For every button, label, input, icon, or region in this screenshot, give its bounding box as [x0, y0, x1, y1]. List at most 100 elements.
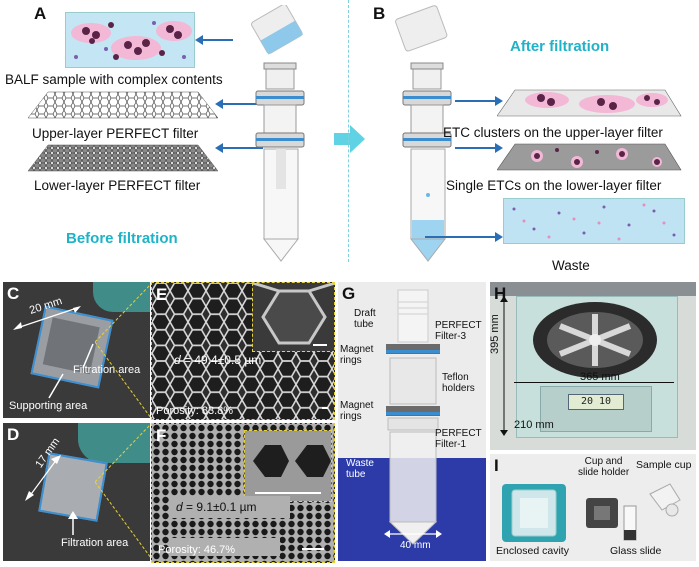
after-filtration-label: After filtration	[510, 38, 610, 55]
glove-finger	[78, 423, 150, 463]
e-diameter: d = 49.4±0.5 µm	[174, 353, 261, 367]
g-draft-2: tube	[354, 319, 374, 330]
g-magnet1-b: rings	[340, 355, 362, 366]
e-inset	[252, 283, 334, 352]
width-arrow-icon	[384, 530, 442, 538]
arrow-icon	[82, 343, 94, 369]
e-d-value: = 49.4±0.5 µm	[180, 353, 262, 367]
balf-cells-graphic	[71, 21, 192, 60]
accessories-photo	[502, 483, 681, 542]
g-magnet2-b: rings	[340, 411, 362, 422]
h-height-label: 395 mm	[490, 314, 501, 354]
i-cup-holder-1: Cup and	[584, 456, 623, 467]
panel-divider	[348, 0, 349, 262]
f-diameter: d = 9.1±0.1 µm	[176, 500, 257, 514]
dimension-arrow-icon	[13, 306, 81, 330]
balf-sample-image	[65, 12, 195, 68]
height-arrow-icon	[500, 296, 508, 436]
arrow-icon	[68, 511, 78, 535]
upper-filter-label: Upper-layer PERFECT filter	[32, 126, 199, 141]
panel-label-b: B	[373, 4, 386, 23]
g-teflon-1: Teflon	[442, 372, 469, 383]
g-draft-1: Draft	[354, 308, 376, 319]
hole-inset-graphic	[245, 431, 331, 501]
lower-filter-graphic	[28, 144, 218, 172]
filtration-device-a	[251, 5, 305, 262]
d-filtration-label: Filtration area	[61, 537, 129, 549]
f-porosity: Porosity: 46.7%	[158, 544, 236, 556]
arrow-right-icon	[334, 125, 365, 153]
arrow-left-icon	[195, 35, 233, 45]
g-perf3-b: Filter-3	[435, 331, 467, 342]
panel-label-i: I	[494, 456, 499, 475]
single-etcs-label: Single ETCs on the lower-layer filter	[446, 178, 662, 193]
glove-finger	[93, 282, 150, 312]
panel-e: E d = 49.4±0.5 µm Porosity: 83.8%	[151, 282, 335, 420]
g-perf1-a: PERFECT	[435, 428, 482, 439]
f-inset	[244, 430, 332, 502]
upper-filter-graphic	[28, 91, 218, 119]
arrow-right-icon	[455, 96, 503, 106]
panel-f: F d = 9.1±0.1 µm Porosity: 46.7%	[151, 423, 335, 563]
panel-label-f: F	[156, 426, 167, 445]
c-filtration-label: Filtration area	[73, 364, 141, 376]
scale-bar	[322, 407, 328, 409]
centrifuge-rotor	[533, 302, 657, 378]
panel-label-a: A	[34, 4, 47, 23]
g-teflon-2: holders	[442, 383, 475, 394]
filtration-device-photo	[386, 289, 440, 545]
arrow-right-icon	[455, 143, 503, 153]
etc-clusters-graphic	[497, 89, 682, 117]
g-width-label: 40 mm	[400, 540, 431, 551]
waste-label: Waste	[552, 258, 590, 273]
g-magnet2-a: Magnet	[340, 400, 374, 411]
hex-inset-graphic	[252, 283, 334, 346]
f-d-symbol: d	[176, 500, 183, 514]
panel-label-g: G	[342, 284, 356, 303]
i-sample-cup: Sample cup	[636, 459, 692, 471]
lower-filter-label: Lower-layer PERFECT filter	[34, 178, 201, 193]
width-line	[514, 382, 674, 383]
f-label-bg	[170, 496, 290, 518]
g-waste-1: Waste	[346, 458, 374, 469]
h-depth-label: 210 mm	[514, 419, 554, 431]
waste-particles-graphic	[512, 203, 676, 241]
i-cup-holder-2: slide holder	[578, 467, 630, 478]
c-supporting-label: Supporting area	[9, 400, 88, 412]
centrifuge-display: 20 10	[568, 394, 624, 410]
h-width-label: 365 mm	[580, 371, 620, 383]
f-d-value: = 9.1±0.1 µm	[182, 500, 257, 514]
i-glass-slide: Glass slide	[610, 545, 662, 557]
etc-clusters-label: ETC clusters on the upper-layer filter	[443, 125, 663, 140]
zoom-lines	[95, 283, 152, 559]
i-enclosed-cavity: Enclosed cavity	[496, 545, 569, 557]
dimension-arrow-icon	[25, 455, 61, 501]
e-porosity: Porosity: 83.8%	[156, 405, 234, 417]
single-etcs-graphic	[497, 143, 682, 171]
panel-h: 20 10 H 395 mm 365 mm 210 mm	[490, 282, 696, 450]
g-perf3-a: PERFECT	[435, 320, 482, 331]
arrow-right-icon	[425, 232, 503, 242]
g-perf1-b: Filter-1	[435, 439, 467, 450]
scale-bar	[302, 548, 324, 550]
g-waste-2: tube	[346, 469, 366, 480]
panel-label-d: D	[7, 425, 20, 444]
balf-sample-label: BALF sample with complex contents	[5, 72, 223, 87]
panel-label-c: C	[7, 284, 20, 303]
before-filtration-label: Before filtration	[66, 230, 178, 247]
arrow-icon	[48, 373, 64, 399]
background-wall	[490, 282, 696, 296]
g-magnet1-a: Magnet	[340, 344, 374, 355]
panel-label-e: E	[156, 285, 168, 304]
waste-image	[503, 198, 685, 244]
